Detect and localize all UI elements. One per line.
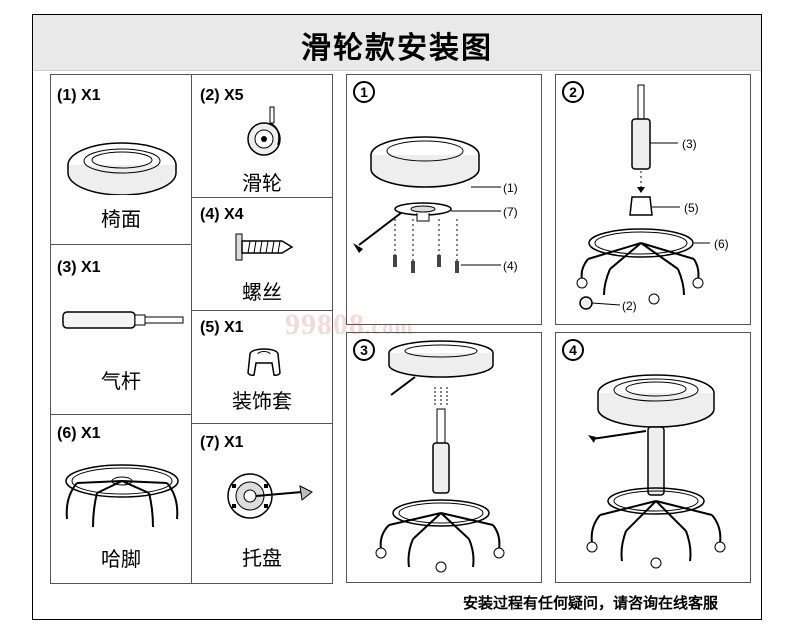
decorative-sleeve-icon — [247, 348, 281, 376]
step-2-callout-sleeve: (5) — [684, 201, 699, 215]
part-base-name: 哈脚 — [101, 547, 141, 571]
step-2-panel: 2 (3) (5) (6) (2) — [555, 74, 751, 325]
part-gas-lift-name: 气杆 — [101, 369, 141, 393]
part-sleeve-name: 装饰套 — [232, 389, 292, 413]
part-base-qty: (6) X1 — [57, 425, 101, 442]
watermark-suffix: .com — [365, 314, 414, 339]
part-sleeve-panel: (5) X1 装饰套 — [191, 310, 333, 424]
support-note: 安装过程有任何疑问，请咨询在线客服 — [462, 594, 718, 612]
part-seat-qty: (1) X1 — [57, 87, 101, 104]
part-plate-qty: (7) X1 — [200, 434, 244, 451]
part-screw-panel: (4) X4 螺丝 — [191, 197, 333, 311]
step-1-panel: 1 (1) (7) (4) — [346, 74, 542, 325]
part-screw-qty: (4) X4 — [200, 206, 244, 223]
gas-lift-icon — [62, 311, 184, 329]
step-4-number: 4 — [562, 339, 584, 361]
part-seat-panel: (1) X1 椅面 — [50, 74, 192, 245]
part-caster-qty: (2) X5 — [200, 87, 244, 104]
seat-cushion-icon — [67, 142, 177, 195]
step-4-panel: 4 — [555, 332, 751, 583]
seat-plate-icon — [227, 473, 313, 519]
page-title: 滑轮款安装图 — [301, 31, 493, 66]
step-2-base-assembly-diagram — [576, 84, 710, 310]
part-caster-panel: (2) X5 滑轮 — [191, 74, 333, 198]
site-watermark: 99808.com — [285, 308, 414, 342]
part-gas-lift-qty: (3) X1 — [57, 259, 101, 276]
step-1-number: 1 — [353, 81, 375, 103]
step-3-panel: 3 — [346, 332, 542, 583]
step-1-callout-plate: (7) — [503, 205, 518, 219]
step-2-callout-base: (6) — [714, 237, 729, 251]
screw-icon — [235, 233, 294, 261]
step-3-number: 3 — [353, 339, 375, 361]
step-4-finished-stool-diagram — [586, 374, 726, 569]
step-2-callout-casters: (2) — [622, 299, 637, 313]
title-bar: 滑轮款安装图 — [33, 15, 761, 71]
part-screw-name: 螺丝 — [242, 280, 282, 304]
step-2-number: 2 — [562, 81, 584, 103]
part-gas-lift-panel: (3) X1 气杆 — [50, 244, 192, 415]
step-3-mount-seat-diagram — [375, 340, 505, 573]
base-ring-icon — [65, 464, 179, 528]
part-plate-name: 托盘 — [242, 546, 282, 570]
step-1-seat-plate-screws-diagram — [353, 136, 501, 273]
part-seat-name: 椅面 — [101, 207, 141, 231]
watermark-main: 99808 — [285, 308, 365, 341]
part-caster-name: 滑轮 — [242, 171, 282, 195]
part-base-panel: (6) X1 哈脚 — [50, 414, 192, 584]
step-1-callout-seat: (1) — [503, 181, 518, 195]
caster-wheel-icon — [247, 106, 281, 156]
part-plate-panel: (7) X1 托盘 — [191, 423, 333, 584]
step-1-callout-screws: (4) — [503, 259, 518, 273]
step-2-callout-gas-lift: (3) — [682, 137, 697, 151]
part-sleeve-qty: (5) X1 — [200, 319, 244, 336]
